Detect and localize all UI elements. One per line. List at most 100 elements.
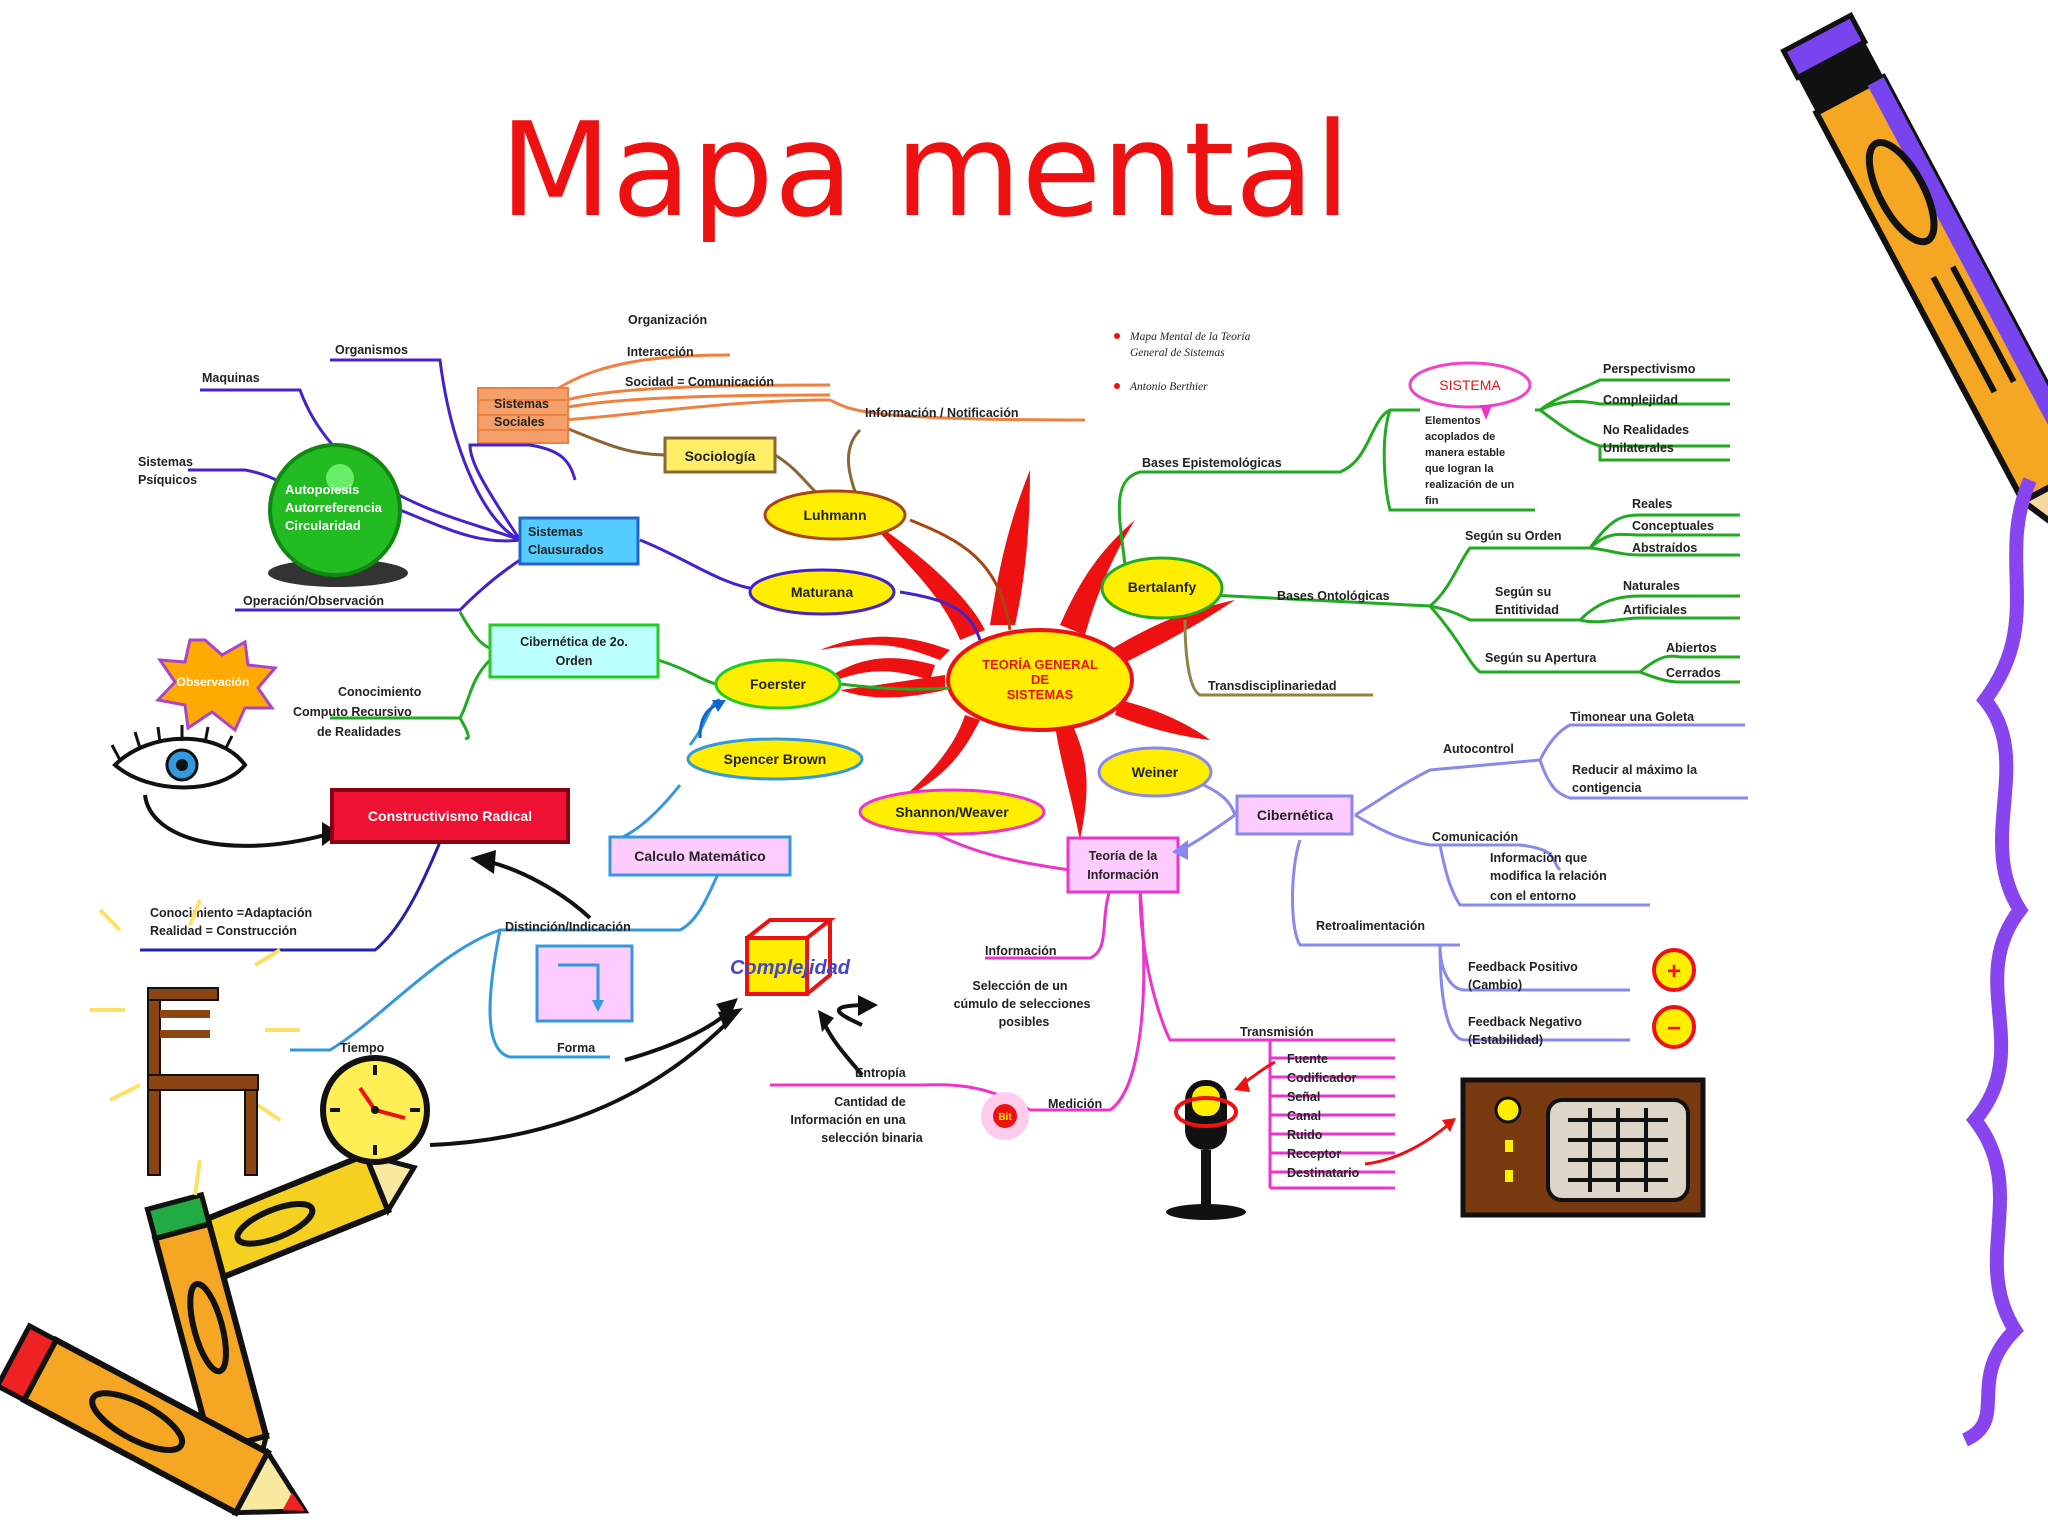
label-segun-entidad-1: Según su (1495, 585, 1551, 599)
label-segun-orden: Según su Orden (1465, 529, 1562, 543)
complejidad-label: Complejidad (730, 957, 851, 979)
label-seleccion-3: posibles (999, 1015, 1050, 1029)
blue-labels: Distinción/Indicación Tiempo Forma (340, 920, 631, 1055)
label-cantidad-1: Cantidad de (834, 1095, 906, 1109)
label-info-modifica-2: modifica la relación (1490, 869, 1607, 883)
center-node: TEORÍA GENERAL DE SISTEMAS (810, 470, 1235, 840)
node-sociologia: Sociología (663, 436, 777, 474)
label-bases-epist: Bases Epistemológicas (1142, 456, 1282, 470)
wavy-border-right (1961, 477, 2037, 1447)
svg-text:−: − (1667, 1015, 1681, 1042)
note-line-1: Mapa Mental de la Teoría (1129, 331, 1251, 343)
node-cibernetica-2o: Cibernética de 2o. Orden (488, 623, 660, 679)
lavender-branch-lines (1177, 723, 1748, 1042)
svg-text:Maturana: Maturana (791, 584, 853, 600)
label-cantidad-2: Información en una (790, 1113, 906, 1127)
node-luhmann: Luhmann (763, 489, 907, 541)
label-informacion: Información (985, 944, 1057, 958)
purple-labels: Organismos Maquinas Sistemas Psíquicos O… (138, 343, 408, 608)
label-conocimiento-1: Conocimiento (338, 685, 422, 699)
svg-text:Autopoiesis: Autopoiesis (285, 482, 359, 497)
label-segun-entidad-2: Entitividad (1495, 603, 1559, 617)
label-fuente: Fuente (1287, 1052, 1328, 1066)
node-sistema: SISTEMA (1408, 361, 1532, 420)
label-organismos: Organismos (335, 343, 408, 357)
label-sociedad: Socidad = Comunicación (625, 375, 774, 389)
label-psiquicos-2: Psíquicos (138, 473, 197, 487)
node-sistemas-sociales: Sistemas Sociales (477, 387, 569, 444)
blue-branch-lines (290, 698, 722, 1059)
label-tiempo: Tiempo (340, 1041, 385, 1055)
chair-icon (90, 899, 300, 1196)
node-bertalanfy: Bertalanfy (1100, 556, 1224, 620)
label-destinatario: Destinatario (1287, 1166, 1360, 1180)
observacion-burst-icon: Observación (155, 638, 278, 733)
label-interaccion: Interacción (627, 345, 694, 359)
node-autopoiesis: Autopoiesis Autorreferencia Circularidad (268, 443, 408, 587)
map-note: Mapa Mental de la Teoría General de Sist… (1114, 331, 1251, 393)
label-elementos-6: fin (1425, 495, 1439, 507)
transmision-labels: Fuente Codificador Señal Canal Ruido Rec… (1287, 1052, 1360, 1180)
label-elementos-2: acoplados de (1425, 431, 1495, 443)
svg-text:Shannon/Weaver: Shannon/Weaver (895, 804, 1009, 820)
svg-text:Weiner: Weiner (1132, 764, 1179, 780)
label-fb-neg-2: (Estabilidad) (1468, 1033, 1543, 1047)
complejidad-cube-icon: Complejidad (730, 918, 851, 996)
label-seleccion-1: Selección de un (972, 979, 1067, 993)
label-receptor: Receptor (1287, 1147, 1341, 1161)
lavender-labels: Autocontrol Timonear una Goleta Reducir … (1316, 710, 1698, 1047)
label-medicion: Medición (1048, 1097, 1102, 1111)
label-fb-pos-2: (Cambio) (1468, 978, 1522, 992)
label-info-modifica-3: con el entorno (1490, 889, 1576, 903)
pencils-bottom-left-icon (0, 1150, 418, 1517)
svg-text:Teoría de la: Teoría de la (1089, 849, 1159, 863)
label-cantidad-3: selección binaria (821, 1131, 923, 1145)
label-timonear: Timonear una Goleta (1570, 710, 1695, 724)
label-senal: Señal (1287, 1090, 1320, 1104)
label-fb-neg-1: Feedback Negativo (1468, 1015, 1582, 1029)
svg-text:Sociales: Sociales (494, 415, 545, 429)
svg-text:Constructivismo Radical: Constructivismo Radical (368, 808, 532, 824)
microphone-icon (1166, 1080, 1246, 1220)
svg-text:Circularidad: Circularidad (285, 518, 361, 533)
medicion-bit-icon: Bit (981, 1092, 1029, 1140)
label-elementos-3: manera estable (1425, 447, 1505, 459)
svg-text:Orden: Orden (556, 654, 593, 668)
svg-text:Bertalanfy: Bertalanfy (1128, 579, 1197, 595)
svg-text:Calculo Matemático: Calculo Matemático (634, 848, 765, 864)
orange-labels: Organización Interacción Socidad = Comun… (625, 313, 1019, 420)
svg-text:Información: Información (1087, 868, 1159, 882)
label-conocimiento-3: de Realidades (317, 725, 401, 739)
label-adaptacion-2: Realidad = Construcción (150, 924, 297, 938)
svg-text:Autorreferencia: Autorreferencia (285, 500, 383, 515)
svg-text:SISTEMA: SISTEMA (1439, 377, 1501, 393)
node-foerster: Foerster (714, 658, 842, 710)
node-sistemas-clausurados: Sistemas Clausurados (518, 516, 640, 566)
svg-text:Sistemas: Sistemas (528, 525, 583, 539)
magenta-labels: Información Selección de un cúmulo de se… (790, 944, 1313, 1145)
svg-text:Spencer Brown: Spencer Brown (724, 751, 827, 767)
label-fb-pos-1: Feedback Positivo (1468, 960, 1578, 974)
label-forma: Forma (557, 1041, 596, 1055)
green-labels: Conocimiento Computo Recursivo de Realid… (293, 685, 422, 739)
label-transdisc: Transdisciplinariedad (1208, 679, 1337, 693)
svg-text:+: + (1667, 958, 1681, 985)
observacion-label: Observación (177, 675, 250, 689)
svg-text:Bit: Bit (998, 1112, 1012, 1123)
label-elementos-5: realización de un (1425, 479, 1515, 491)
radio-icon (1460, 1077, 1706, 1218)
label-autocontrol: Autocontrol (1443, 742, 1514, 756)
label-maquinas: Maquinas (202, 371, 260, 385)
label-naturales: Naturales (1623, 579, 1680, 593)
label-adaptacion-1: Conocimiento =Adaptación (150, 906, 312, 920)
bertalanfy-labels: Bases Epistemológicas Elementos acoplado… (1142, 362, 1721, 693)
label-reales: Reales (1632, 497, 1672, 511)
label-abiertos: Abiertos (1666, 641, 1717, 655)
center-label-3: SISTEMAS (1007, 687, 1074, 702)
node-shannon: Shannon/Weaver (858, 788, 1046, 836)
minus-circle-icon: − (1652, 1005, 1696, 1049)
label-elementos-4: que logran la (1425, 463, 1494, 475)
center-label-1: TEORÍA GENERAL (982, 657, 1098, 672)
node-constructivismo: Constructivismo Radical (330, 788, 570, 844)
